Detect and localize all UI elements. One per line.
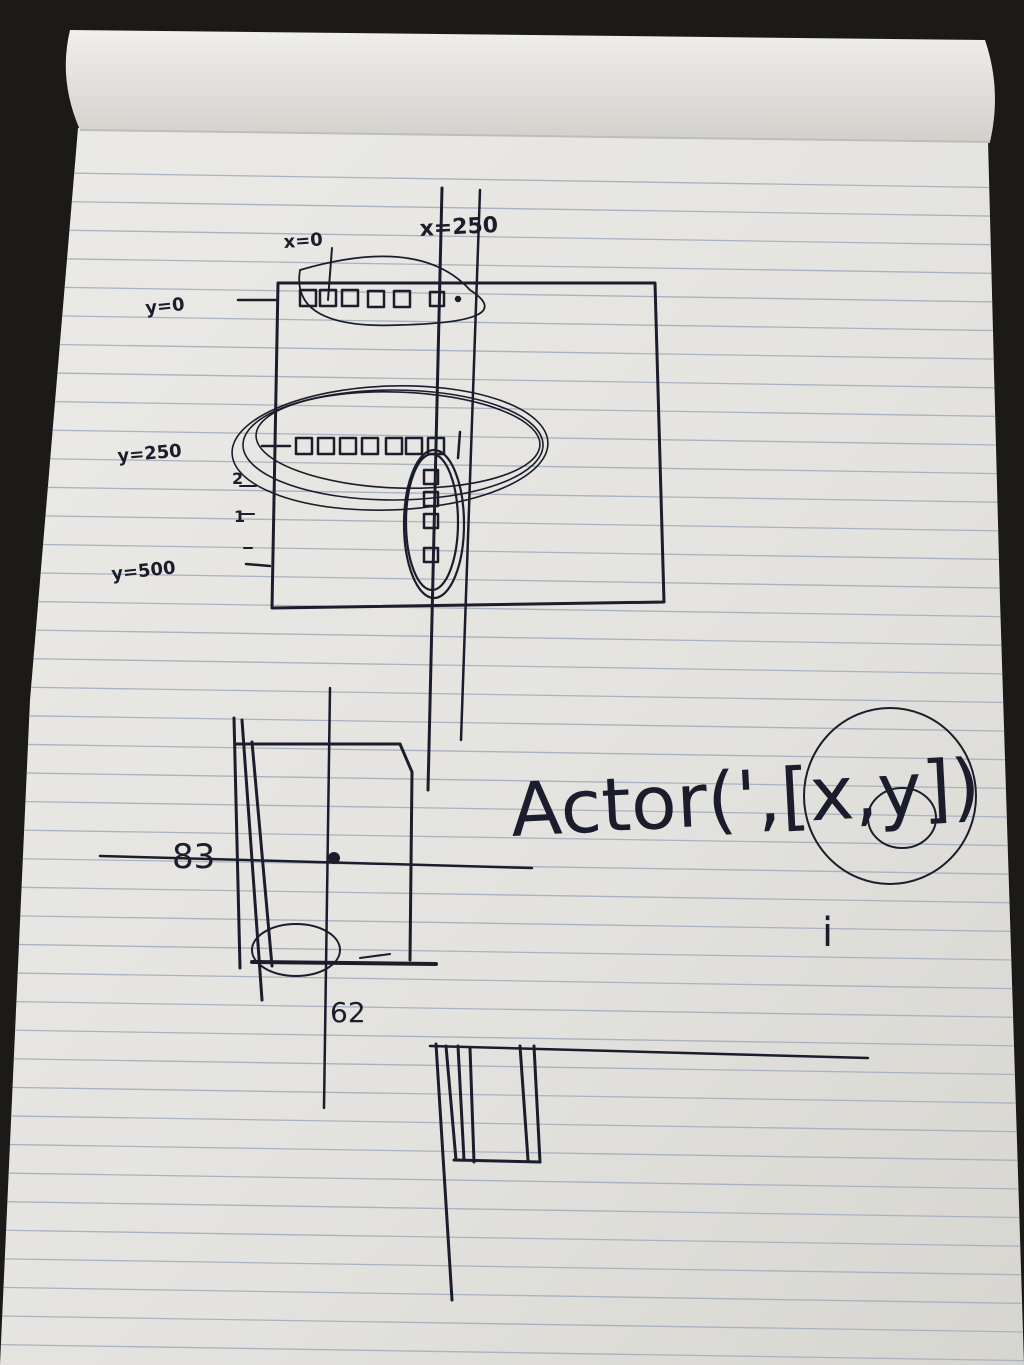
- label-y0: y=0: [144, 294, 185, 319]
- paper-curl: [65, 30, 995, 142]
- bottom-table-sketch: [428, 1042, 870, 1302]
- vertical-tick-x0: [327, 247, 333, 301]
- ruled-line: [0, 400, 1024, 418]
- label-x0: x=0: [283, 229, 324, 253]
- label-tick-2: 2: [232, 469, 243, 488]
- ruled-line: [0, 972, 1024, 990]
- ruled-line: [0, 457, 1024, 475]
- vertical-square-column: [422, 468, 440, 564]
- ink-sketch: [98, 186, 977, 1302]
- ruled-line: [0, 543, 1024, 561]
- ruled-line: [0, 628, 1024, 647]
- ruled-line: [0, 314, 1024, 332]
- label-tick-1: 1: [234, 507, 245, 526]
- middle-row-ellipse: [231, 384, 549, 512]
- ruled-line: [0, 1057, 1024, 1076]
- ruled-line: [0, 1172, 1024, 1190]
- ruled-line: [0, 943, 1024, 961]
- ruled-line: [0, 1200, 1024, 1219]
- ruled-line: [0, 257, 1024, 275]
- ruled-line: [0, 342, 1024, 361]
- ruled-line: [0, 743, 1024, 761]
- ruled-line: [0, 914, 1024, 933]
- ruled-line: [0, 600, 1024, 618]
- ruled-line: [0, 686, 1024, 704]
- ruled-line: [0, 1000, 1024, 1019]
- formula-note: i: [822, 910, 833, 956]
- ruled-line: [0, 571, 1024, 590]
- ruled-lines: [0, 171, 1024, 1362]
- ruled-line: [0, 1286, 1024, 1305]
- ruled-line: [0, 228, 1024, 246]
- ruled-line: [0, 171, 1024, 189]
- ruled-line: [0, 514, 1024, 532]
- canvas-rectangle: [270, 281, 666, 610]
- column-ellipse: [402, 448, 466, 600]
- ruled-line: [0, 371, 1024, 389]
- label-83: 83: [172, 837, 215, 877]
- formula-outer-circle: [803, 707, 977, 885]
- ruled-line: [0, 1115, 1024, 1133]
- ruled-line: [0, 829, 1024, 847]
- ruled-line: [0, 1029, 1024, 1047]
- ruled-line: [0, 485, 1024, 504]
- ruled-line: [0, 714, 1024, 733]
- ruled-line: [0, 1086, 1024, 1104]
- y500-tick: [244, 562, 272, 568]
- vertical-line-b: [459, 188, 482, 742]
- ruled-line: [0, 1229, 1024, 1247]
- ruled-line: [0, 428, 1024, 447]
- ruled-line: [0, 886, 1024, 904]
- notepad-paper: [0, 30, 1024, 1365]
- formula-inner-circle: [867, 787, 937, 849]
- ruled-line: [0, 1315, 1024, 1333]
- ruled-line: [0, 285, 1024, 304]
- label-62: 62: [330, 996, 366, 1029]
- ruled-line: [0, 800, 1024, 818]
- ruled-line: [0, 657, 1024, 675]
- ruled-line: [0, 199, 1024, 218]
- ruled-line: [0, 771, 1024, 790]
- top-square-row: [298, 288, 462, 309]
- top-row-ellipse: [298, 255, 486, 327]
- ruled-line: [0, 1258, 1024, 1276]
- vertical-line-a: [426, 186, 444, 792]
- label-x250: x=250: [419, 213, 499, 242]
- ruled-line: [0, 1343, 1024, 1362]
- detail-sketch: [98, 686, 534, 1110]
- ruled-line: [0, 1143, 1024, 1162]
